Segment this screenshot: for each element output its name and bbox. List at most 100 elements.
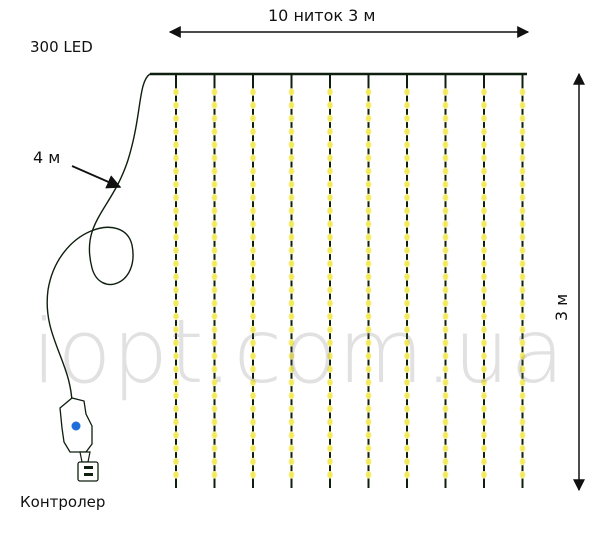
led-bulb [365,352,372,360]
led-bulb [365,101,372,109]
led-bulb [519,418,526,426]
led-bulb [288,101,295,109]
led-bulb [442,286,449,294]
led-bulb [442,391,449,400]
led-bulb [403,325,410,334]
led-bulb [403,378,410,387]
led-bulb [249,299,256,308]
led-count-label: 300 LED [30,38,93,56]
led-bulb [365,404,372,413]
led-bulb [211,404,218,413]
led-bulb [172,418,179,426]
led-bulb [519,286,526,294]
led-bulb [211,312,218,321]
led-bulb [249,470,256,479]
led-bulb [326,220,333,228]
led-bulb [211,418,218,426]
led-bulb [249,365,256,374]
watermark: iopt.com.ua [32,300,566,403]
led-bulb [365,246,372,255]
led-bulb [211,352,218,360]
led-bulb [326,180,333,189]
led-bulb [365,154,372,162]
led-bulb [326,418,333,426]
led-bulb [326,457,333,466]
led-bulb [480,378,487,387]
led-bulb [172,88,179,96]
led-bulb [365,167,372,176]
led-bulb [442,114,449,123]
led-bulb [365,312,372,321]
led-bulb [403,418,410,426]
led-bulb [365,470,372,479]
led-bulb [326,338,333,347]
led-bulb [519,299,526,308]
led-bulb [249,127,256,136]
led-bulb [288,352,295,360]
led-bulb [519,127,526,136]
led-bulb [365,444,372,453]
led-bulb [211,180,218,189]
led-bulb [249,101,256,109]
led-bulb [249,312,256,321]
led-bulb [288,457,295,466]
led-bulb [288,431,295,440]
led-bulb [211,457,218,466]
led-bulb [403,88,410,96]
led-bulb [403,404,410,413]
led-bulb [172,272,179,281]
led-bulb [249,272,256,281]
led-bulb [172,431,179,440]
led-bulb [288,88,295,96]
led-bulb [172,299,179,308]
led-bulb [519,246,526,255]
led-bulb [172,325,179,334]
led-bulb [480,312,487,321]
led-bulb [403,365,410,374]
led-bulb [211,114,218,123]
led-bulb [519,88,526,96]
led-bulb [211,299,218,308]
led-bulb [249,233,256,242]
led-bulb [288,338,295,347]
led-bulb [442,259,449,268]
led-bulb [442,154,449,162]
led-bulb [249,391,256,400]
led-bulb [172,127,179,136]
led-bulb [519,444,526,453]
led-bulb [365,431,372,440]
led-bulb [288,193,295,202]
led-bulb [211,101,218,109]
led-bulb [172,286,179,294]
led-bulb [442,470,449,479]
led-bulb [249,246,256,255]
led-bulb [249,193,256,202]
led-bulb [403,246,410,255]
led-bulb [403,431,410,440]
led-bulb [519,391,526,400]
led-bulb [403,114,410,123]
led-bulb [403,233,410,242]
led-bulb [326,127,333,136]
led-bulb [480,259,487,268]
led-bulb [480,325,487,334]
led-bulb [519,233,526,242]
led-bulb [172,141,179,149]
led-bulb [480,141,487,149]
led-bulb [403,444,410,453]
led-bulb [326,114,333,123]
led-bulb [480,272,487,281]
led-bulb [288,286,295,294]
led-bulb [288,312,295,321]
led-bulb [288,299,295,308]
led-bulb [403,180,410,189]
led-bulb [288,404,295,413]
led-bulb [288,418,295,426]
led-bulb [442,352,449,360]
led-bulb [403,259,410,268]
led-strands [172,74,526,488]
led-bulb [326,299,333,308]
led-bulb [519,312,526,321]
led-bulb [211,325,218,334]
led-bulb [172,470,179,479]
